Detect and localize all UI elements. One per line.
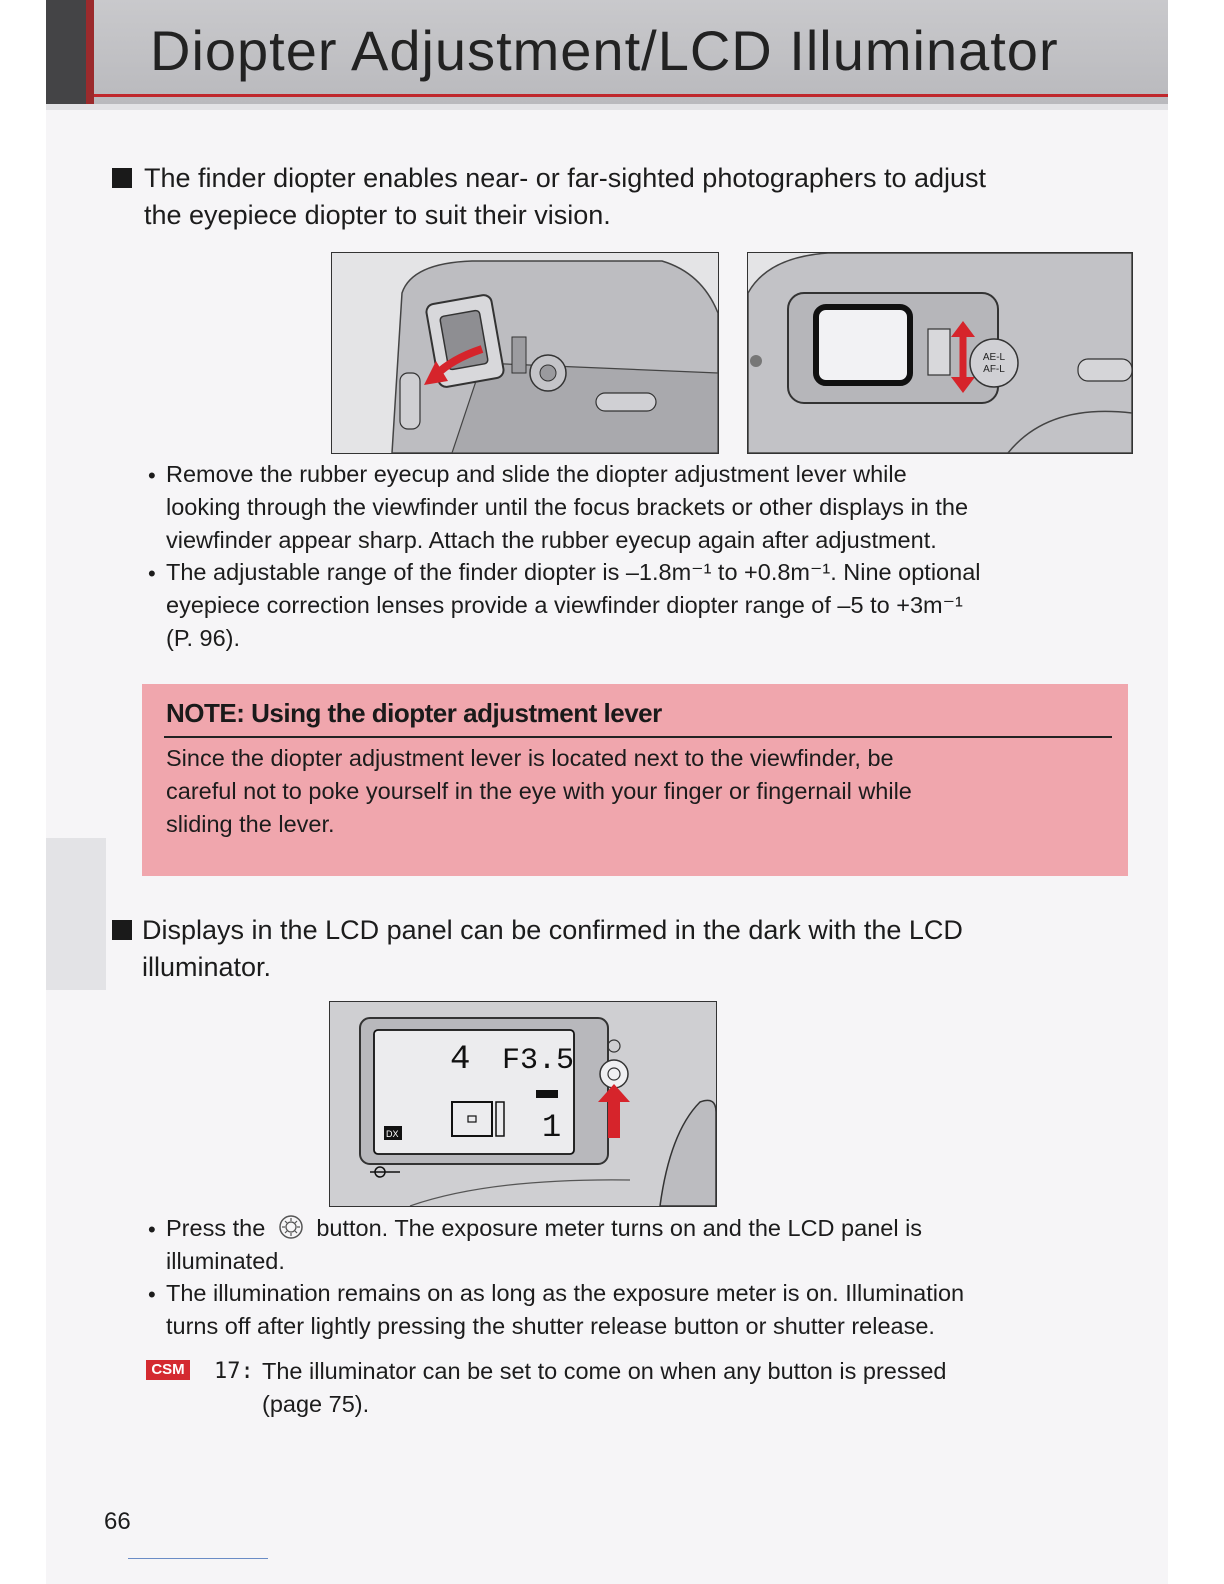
- bullet-dot: •: [148, 1282, 156, 1307]
- bullet3-line2: illuminated.: [166, 1248, 285, 1274]
- lcd-shutter-readout: 4: [450, 1041, 470, 1079]
- header-dark-block: [46, 0, 86, 104]
- note-box: NOTE: Using the diopter adjustment lever…: [142, 684, 1128, 876]
- camera-eyecup-drawing: [332, 253, 718, 453]
- note-title: NOTE: Using the diopter adjustment lever: [166, 698, 662, 728]
- bullet1-line3: viewfinder appear sharp. Attach the rubb…: [166, 527, 937, 553]
- bullet3-pre: Press the: [166, 1215, 266, 1241]
- footer-rule: [128, 1558, 268, 1559]
- section1-lead-line2: the eyepiece diopter to suit their visio…: [144, 200, 611, 230]
- note-divider: [164, 736, 1112, 738]
- red-arrow-icon: [424, 361, 448, 385]
- header-red-stripe: [86, 0, 94, 104]
- arrow-down-icon: [951, 377, 975, 393]
- lcd-panel-drawing: 4 F3.5 1 DX: [330, 1002, 716, 1206]
- lcd-dx-badge: DX: [386, 1129, 399, 1139]
- dial-label-ael: AE-L: [983, 352, 1006, 363]
- bullet-dot: •: [148, 463, 156, 488]
- bullet4-line2: turns off after lightly pressing the shu…: [166, 1313, 935, 1339]
- eyecup-removal-illustration: [331, 252, 719, 454]
- bullet2-line2: eyepiece correction lenses provide a vie…: [166, 592, 963, 618]
- arrow-up-icon: [598, 1084, 630, 1102]
- bullet-dot: •: [148, 561, 156, 586]
- csm-badge: CSM: [146, 1360, 190, 1380]
- page-title: Diopter Adjustment/LCD Illuminator: [150, 19, 1059, 82]
- lcd-aperture-readout: F3.5: [502, 1044, 574, 1078]
- section2-lead-line1: Displays in the LCD panel can be confirm…: [142, 915, 963, 945]
- page-number: 66: [104, 1508, 131, 1535]
- header-shadow-band: [46, 104, 1168, 110]
- diopter-lever-illustration: AE-L AF-L: [747, 252, 1133, 454]
- bullet1-line1: Remove the rubber eyecup and slide the d…: [166, 461, 907, 487]
- bullet-dot: •: [148, 1217, 156, 1242]
- page-header: Diopter Adjustment/LCD Illuminator: [46, 0, 1168, 104]
- lcd-panel-illustration: 4 F3.5 1 DX: [329, 1001, 717, 1207]
- note-line1: Since the diopter adjustment lever is lo…: [166, 745, 894, 771]
- section2-lead-line2: illuminator.: [142, 952, 272, 982]
- viewfinder-drawing: AE-L AF-L: [748, 253, 1132, 453]
- csm-code: 17:: [214, 1359, 254, 1384]
- arrow-up-icon: [951, 321, 975, 337]
- bullet4-line1: The illumination remains on as long as t…: [166, 1280, 965, 1306]
- illuminator-icon: [278, 1214, 304, 1240]
- side-tab: [46, 838, 106, 990]
- section-bullet-square: [112, 168, 132, 188]
- bullet2-line1: The adjustable range of the finder diopt…: [166, 559, 981, 585]
- bullet1-line2: looking through the viewfinder until the…: [166, 494, 969, 520]
- note-body: Since the diopter adjustment lever is lo…: [166, 742, 1086, 841]
- bullet3-line1: Press the button. The exposure meter tur…: [166, 1212, 922, 1245]
- note-line3: sliding the lever.: [166, 811, 335, 837]
- lcd-frame-counter: 1: [542, 1109, 561, 1146]
- bullet3-post: button. The exposure meter turns on and …: [316, 1215, 923, 1241]
- dial-label-afl: AF-L: [983, 364, 1005, 375]
- csm-line1: The illuminator can be set to come on wh…: [262, 1358, 947, 1384]
- section-bullet-square: [112, 920, 132, 940]
- bullet2-line3: (P. 96).: [166, 625, 241, 651]
- section1-lead-line1: The finder diopter enables near- or far-…: [144, 163, 987, 193]
- illuminator-button-icon: [599, 1059, 629, 1089]
- header-red-rule: [94, 94, 1168, 97]
- csm-line2: (page 75).: [262, 1391, 370, 1417]
- note-line2: careful not to poke yourself in the eye …: [166, 778, 912, 804]
